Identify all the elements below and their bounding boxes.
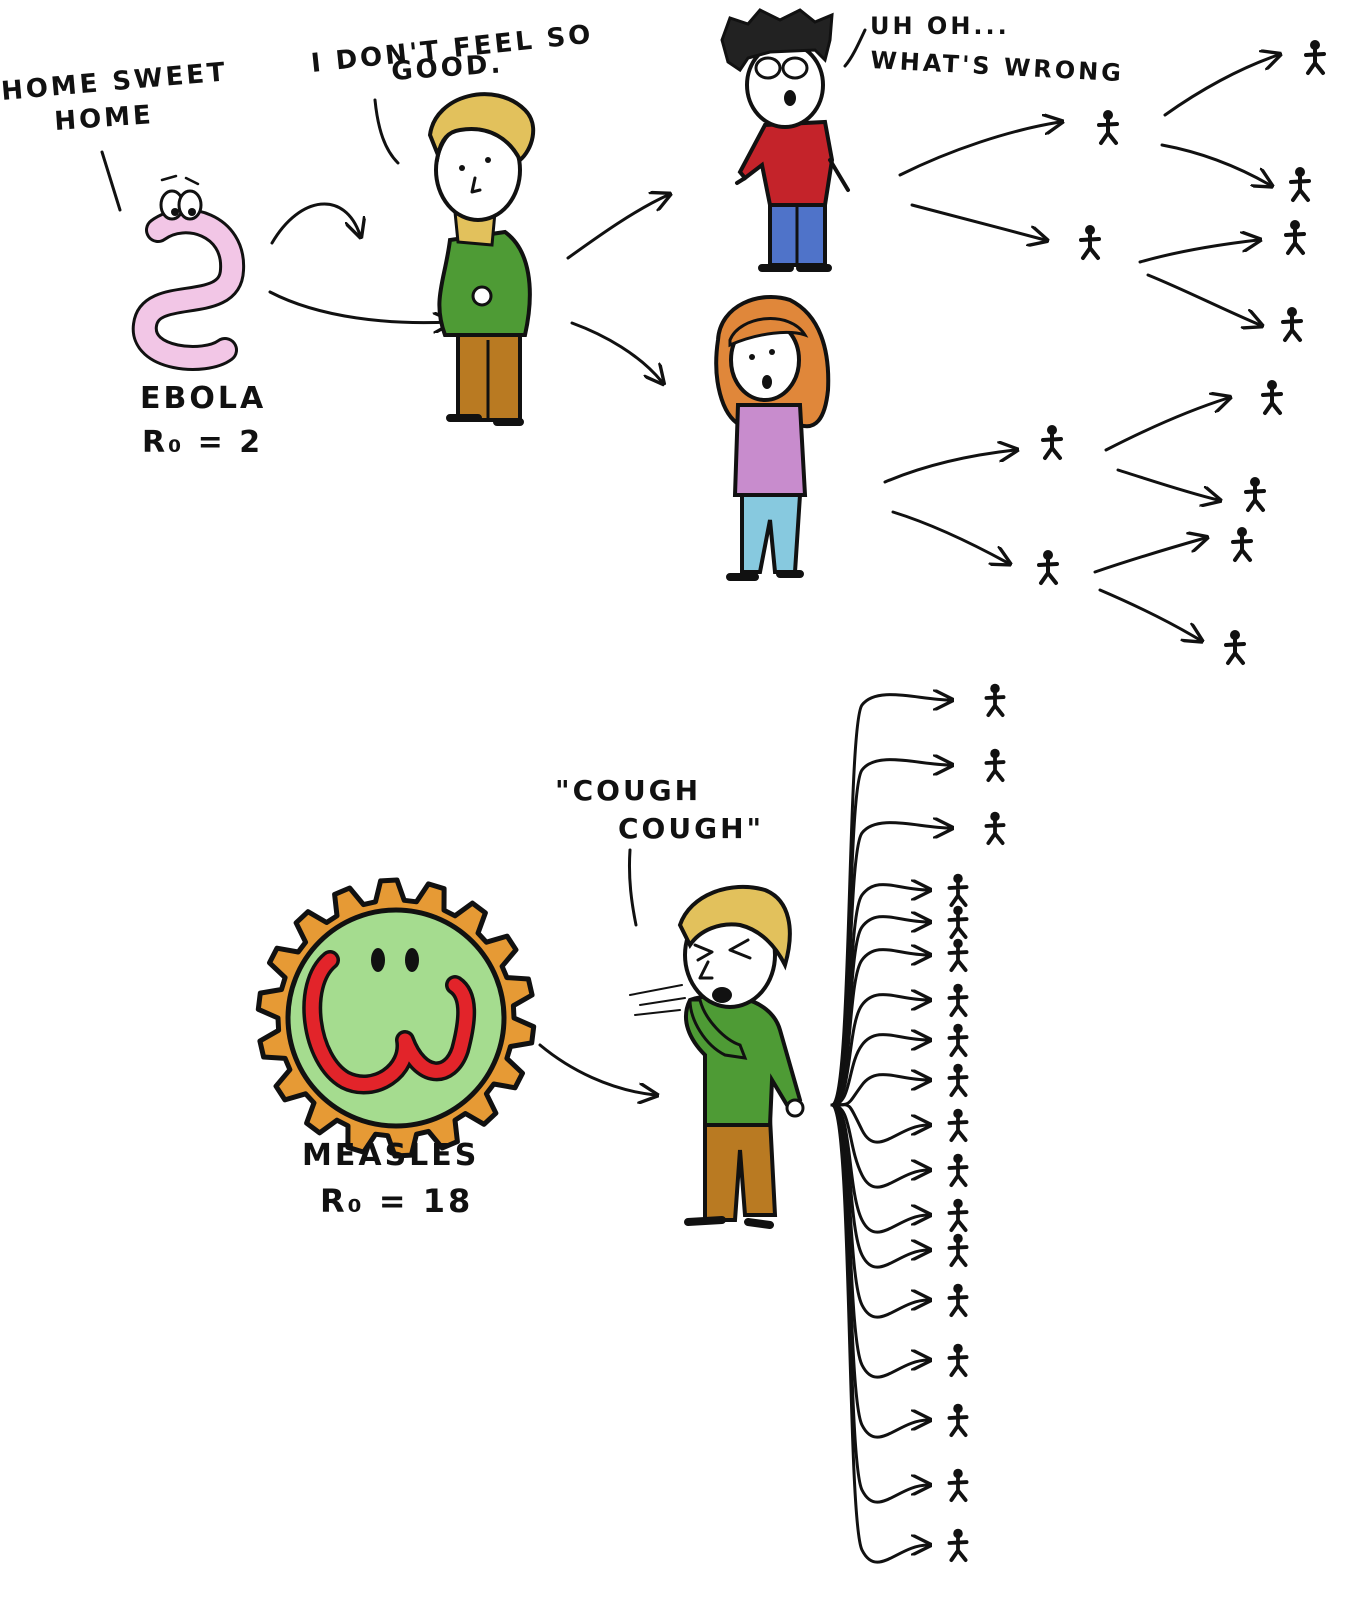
stick-figure-icon bbox=[947, 983, 969, 1018]
red-shirt-person bbox=[720, 8, 850, 272]
arrow bbox=[1098, 588, 1200, 640]
stick-figure-icon bbox=[947, 1468, 969, 1503]
stick-figure-icon bbox=[947, 1403, 969, 1438]
stick-figure-icon bbox=[1304, 40, 1326, 75]
arrow bbox=[898, 122, 1060, 177]
stick-figure-icon bbox=[1037, 550, 1059, 585]
stick-figure-icon bbox=[1281, 307, 1303, 342]
arrow bbox=[830, 1103, 928, 1189]
stick-figure-icon bbox=[1261, 380, 1283, 415]
stick-figure-icon bbox=[947, 1063, 969, 1098]
arrow bbox=[268, 290, 450, 323]
arrow bbox=[830, 1103, 928, 1564]
arrow bbox=[538, 1043, 655, 1095]
pink-shirt-person bbox=[714, 294, 831, 581]
cough-speech-line-2: COUGH" bbox=[618, 812, 764, 845]
stick-figure-icon bbox=[1097, 110, 1119, 145]
stick-figure-icon bbox=[947, 905, 969, 940]
patient-zero-person bbox=[427, 92, 536, 426]
arrow bbox=[910, 203, 1045, 240]
red-person-speech-tail bbox=[843, 28, 867, 68]
patient-speech-line-2: GOOD. bbox=[390, 49, 504, 87]
worm-virus-icon bbox=[131, 174, 246, 371]
stick-figure-icon bbox=[1041, 425, 1063, 460]
worm-speech-tail bbox=[100, 150, 122, 212]
stick-figure-icon bbox=[947, 938, 969, 973]
arrow bbox=[883, 450, 1015, 484]
stick-figure-icon bbox=[1244, 477, 1266, 512]
arrow bbox=[1146, 273, 1260, 325]
arrow bbox=[830, 950, 928, 1107]
measles-virus-icon bbox=[255, 877, 537, 1159]
arrow bbox=[830, 995, 928, 1107]
worm-speech-line-2: HOME bbox=[53, 100, 154, 137]
cough-speech-tail bbox=[627, 848, 638, 927]
stick-figure-icon bbox=[1289, 167, 1311, 202]
arrow bbox=[566, 195, 668, 260]
stick-figure-icon bbox=[1231, 527, 1253, 562]
red-person-speech-line-1: UH OH... bbox=[870, 12, 1010, 40]
cough-speech-line-1: "COUGH bbox=[555, 774, 701, 807]
cough-lines bbox=[629, 984, 686, 1016]
arrow bbox=[570, 321, 662, 382]
arrow bbox=[891, 510, 1008, 563]
stick-figure-icon bbox=[947, 1343, 969, 1378]
arrow bbox=[1093, 538, 1205, 574]
measles-r0-label: R₀ = 18 bbox=[320, 1182, 473, 1220]
arrow bbox=[1163, 55, 1278, 117]
stick-figure-icon bbox=[947, 1108, 969, 1143]
stick-figure-icon bbox=[984, 811, 1006, 846]
stick-figure-icon bbox=[947, 1153, 969, 1188]
measles-label: MEASLES bbox=[302, 1138, 479, 1173]
stick-figure-icon bbox=[984, 683, 1006, 718]
coughing-person bbox=[677, 884, 805, 1229]
arrow bbox=[1138, 240, 1258, 264]
patient-speech-tail bbox=[373, 98, 400, 165]
arrow bbox=[1116, 468, 1218, 500]
stick-figure-icon bbox=[947, 1023, 969, 1058]
arrow bbox=[830, 1035, 928, 1107]
stick-figure-icon bbox=[947, 1198, 969, 1233]
stick-figure-icon bbox=[1284, 220, 1306, 255]
stick-figure-icon bbox=[947, 1528, 969, 1563]
stick-figure-icon bbox=[1079, 225, 1101, 260]
ebola-r0-label: R₀ = 2 bbox=[142, 425, 263, 460]
stick-figure-icon bbox=[947, 1233, 969, 1268]
stick-figure-icon bbox=[947, 873, 969, 908]
arrow bbox=[1160, 143, 1270, 185]
stick-figure-icon bbox=[1224, 630, 1246, 665]
ebola-label: EBOLA bbox=[140, 381, 266, 416]
worm-speech-line-1: HOME SWEET bbox=[0, 57, 229, 107]
arrow bbox=[1104, 398, 1228, 452]
red-person-speech-line-2: WHAT'S WRONG bbox=[870, 46, 1125, 87]
stick-figure-icon bbox=[984, 748, 1006, 783]
stick-figure-icon bbox=[947, 1283, 969, 1318]
arrow bbox=[830, 1103, 928, 1144]
arrow bbox=[270, 202, 360, 245]
